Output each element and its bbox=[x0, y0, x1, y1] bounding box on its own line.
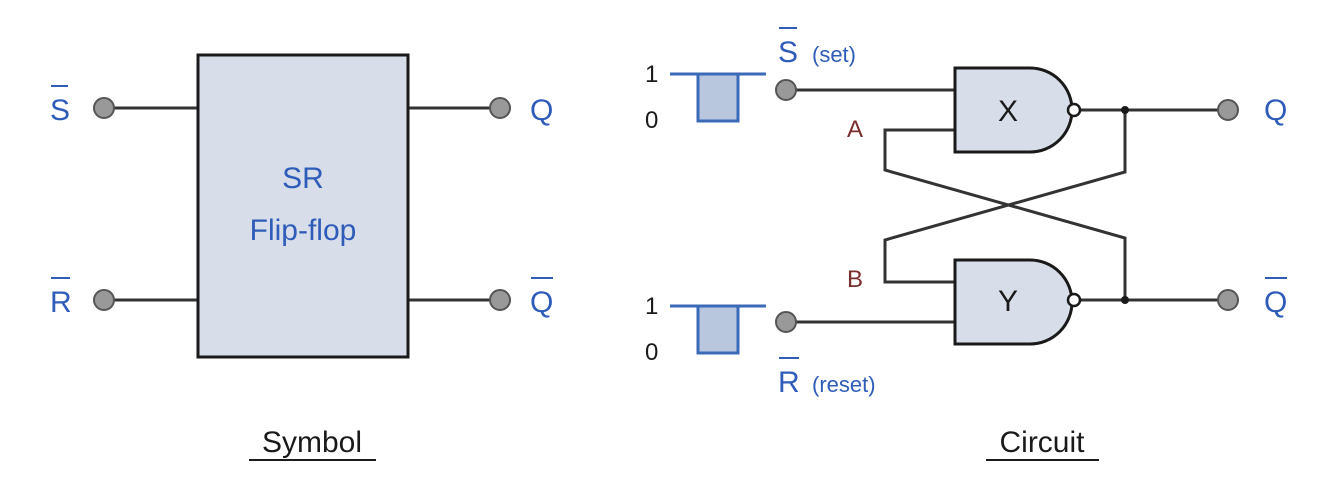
set-pulse-fill bbox=[696, 72, 740, 123]
reset-label-suffix: (reset) bbox=[812, 372, 876, 397]
node-a-label: A bbox=[847, 116, 863, 143]
set-label-suffix: (set) bbox=[812, 42, 856, 67]
block-label-line1: SR bbox=[282, 162, 324, 195]
reset-pulse-fill bbox=[696, 304, 740, 355]
symbol-s-pin bbox=[93, 97, 115, 119]
symbol-qbar-pin bbox=[489, 289, 511, 311]
circuit-caption: Circuit bbox=[999, 426, 1085, 459]
circuit-diagram: 1 0 1 0 X Y S (set) R (reset bbox=[645, 27, 1287, 461]
reset-level-high: 1 bbox=[645, 293, 658, 320]
sr-flip-flop-block bbox=[196, 53, 410, 359]
qbar-junction-dot bbox=[1121, 296, 1129, 304]
symbol-r-pin bbox=[93, 289, 115, 311]
node-b-label: B bbox=[847, 266, 863, 293]
set-label: S bbox=[778, 36, 798, 69]
symbol-caption: Symbol bbox=[262, 426, 362, 459]
feedback-qbar-to-x bbox=[883, 128, 1127, 300]
feedback-q-to-y bbox=[883, 110, 1127, 284]
circuit-qbar-label: Q bbox=[1264, 286, 1287, 319]
symbol-s-label: S bbox=[50, 94, 70, 127]
circuit-q-label: Q bbox=[1264, 94, 1287, 127]
reset-label: R bbox=[778, 366, 800, 399]
gate-y-label: Y bbox=[998, 285, 1018, 318]
circuit-qbar-pin bbox=[1217, 289, 1239, 311]
set-level-low: 0 bbox=[645, 107, 658, 134]
symbol-q-label: Q bbox=[530, 94, 553, 127]
set-level-high: 1 bbox=[645, 61, 658, 88]
nand-gate-y-bubble bbox=[1066, 292, 1082, 308]
circuit-q-pin bbox=[1217, 99, 1239, 121]
symbol-r-label: R bbox=[50, 286, 72, 319]
gate-x-label: X bbox=[998, 95, 1018, 128]
reset-pulse-waveform bbox=[670, 304, 766, 355]
set-input-pin bbox=[775, 79, 797, 101]
reset-input-pin bbox=[775, 311, 797, 333]
block-label-line2: Flip-flop bbox=[250, 214, 357, 247]
q-junction-dot bbox=[1121, 106, 1129, 114]
nand-gate-x-bubble bbox=[1066, 102, 1082, 118]
symbol-q-pin bbox=[489, 97, 511, 119]
reset-level-low: 0 bbox=[645, 339, 658, 366]
symbol-diagram: SR Flip-flop S R Q Q Symbol bbox=[50, 53, 553, 461]
set-pulse-waveform bbox=[670, 72, 766, 123]
symbol-qbar-label: Q bbox=[530, 286, 553, 319]
